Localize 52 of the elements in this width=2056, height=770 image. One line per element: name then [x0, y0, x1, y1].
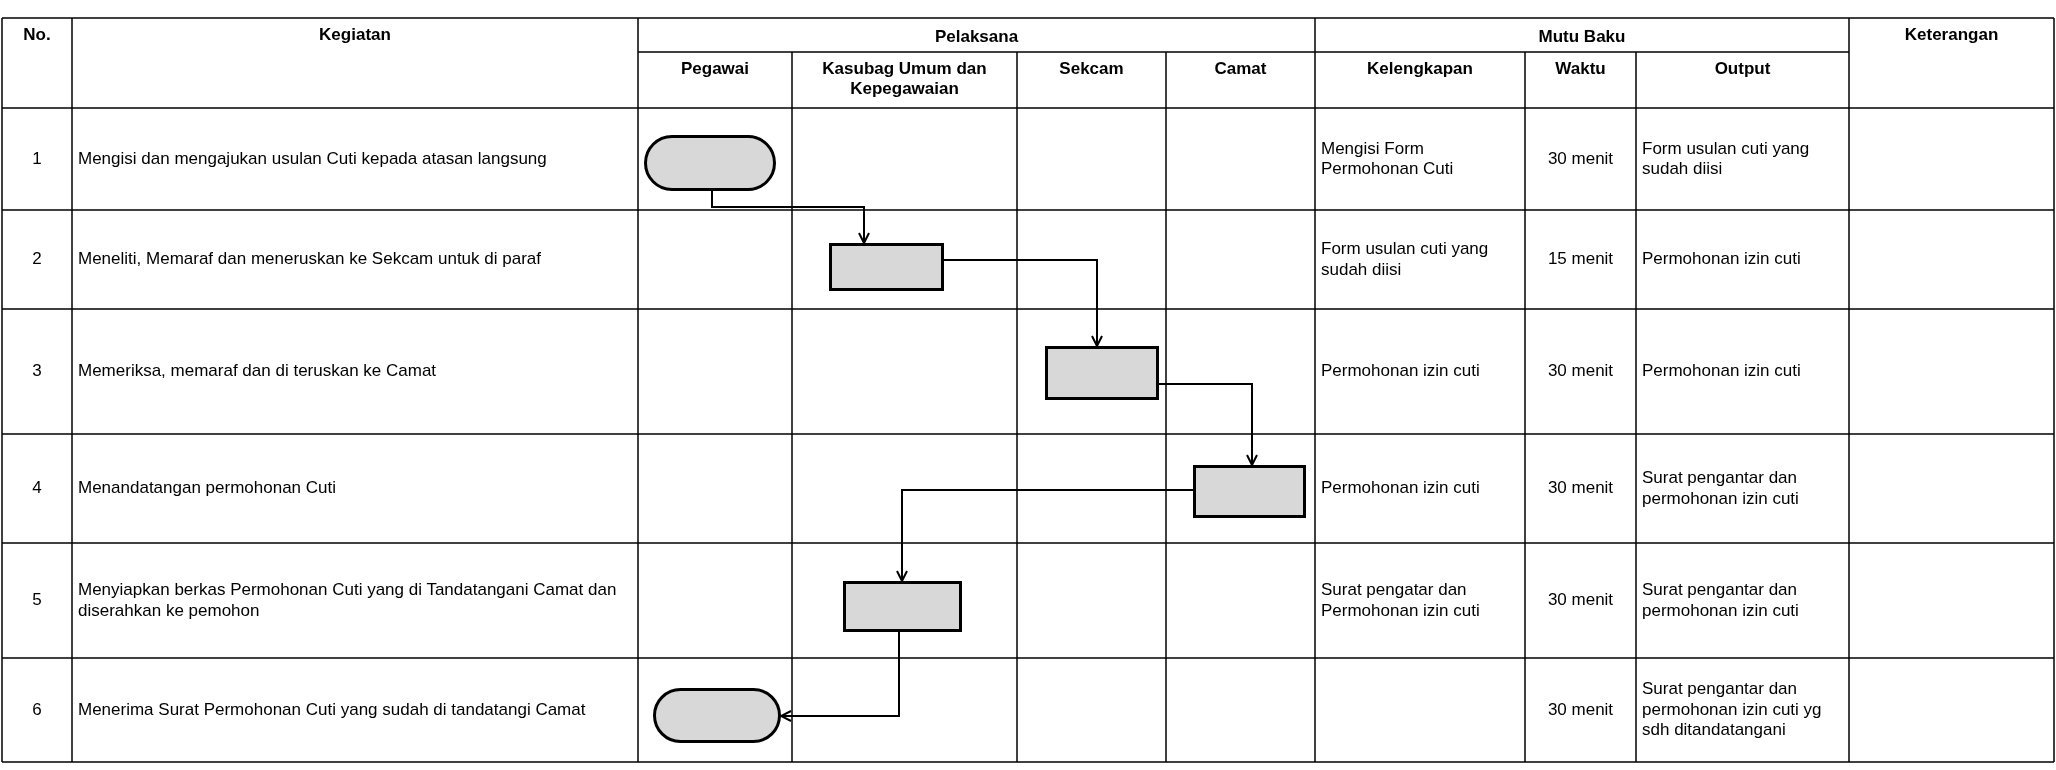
column-header: Output	[1714, 59, 1771, 80]
column-header: Pegawai	[680, 59, 749, 80]
flow-arrow	[896, 489, 1194, 582]
table-cell-text: Permohonan izin cuti	[1321, 361, 1480, 382]
process-box	[1193, 465, 1306, 518]
table-cell-text: Form usulan cuti yang sudah diisi	[1321, 239, 1490, 280]
activity-text: Memeriksa, memaraf dan di teruskan ke Camat	[78, 361, 437, 382]
flow-arrow	[943, 259, 1103, 347]
column-header: Kasubag Umum dan Kepegawaian	[821, 59, 988, 100]
column-header: Sekcam	[1059, 59, 1124, 80]
activity-text: Menandatangan permohonan Cuti	[78, 478, 337, 499]
activity-text: Menerima Surat Permohonan Cuti yang sudah di tandatangi Camat	[78, 699, 586, 721]
process-box	[829, 243, 944, 291]
column-header: Waktu	[1555, 59, 1606, 80]
table-cell-text: Permohonan izin cuti	[1321, 478, 1480, 499]
table-cell-text: 30 menit	[1547, 699, 1614, 721]
table-cell-text: Surat pengantar dan permohonan izin cuti yg sdh ditandatangani	[1642, 679, 1823, 741]
table-cell-text: Surat pengatar dan Permohonan izin cuti	[1321, 580, 1481, 621]
table-cell-text: Surat pengantar dan permohonan izin cuti	[1642, 468, 1800, 509]
table-cell-text: Permohonan izin cuti	[1642, 249, 1801, 270]
row-number: 6	[32, 699, 42, 721]
activity-text: Menyiapkan berkas Permohonan Cuti yang di Tandatangani Camat dan diserahkan ke pemohon	[78, 580, 618, 621]
flow-arrow	[711, 190, 870, 244]
column-header: Keterangan	[1904, 25, 1999, 46]
process-box	[843, 581, 962, 632]
terminator-capsule	[644, 135, 776, 191]
column-header: No.	[23, 25, 51, 46]
activity-text: Meneliti, Memaraf dan meneruskan ke Sekcam untuk di paraf	[78, 249, 541, 270]
table-cell-text: Form usulan cuti yang sudah diisi	[1642, 138, 1811, 180]
flow-arrow	[780, 631, 900, 722]
table-cell-text: 30 menit	[1547, 148, 1614, 170]
terminator-capsule	[653, 688, 781, 743]
column-header: Pelaksana	[934, 26, 1019, 48]
table-cell-text: 30 menit	[1547, 478, 1614, 499]
row-number: 3	[32, 361, 42, 382]
table-cell-text: 30 menit	[1547, 590, 1614, 611]
table-cell-text: Surat pengantar dan permohonan izin cuti	[1642, 580, 1800, 621]
table-cell-text: Mengisi Form Permohonan Cuti	[1321, 138, 1455, 180]
table-cell-text: Permohonan izin cuti	[1642, 361, 1801, 382]
row-number: 4	[32, 478, 42, 499]
column-header: Kelengkapan	[1367, 59, 1473, 80]
flow-arrow	[1158, 383, 1258, 466]
column-header: Kegiatan	[319, 25, 391, 46]
row-number: 1	[32, 148, 42, 170]
process-box	[1045, 346, 1159, 400]
column-header: Mutu Baku	[1538, 26, 1626, 48]
row-number: 5	[32, 590, 42, 611]
activity-text: Mengisi dan mengajukan usulan Cuti kepada atasan langsung	[78, 148, 547, 170]
table-cell-text: 30 menit	[1547, 361, 1614, 382]
table-cell-text: 15 menit	[1547, 249, 1614, 270]
row-number: 2	[32, 249, 42, 270]
column-header: Camat	[1214, 59, 1267, 80]
